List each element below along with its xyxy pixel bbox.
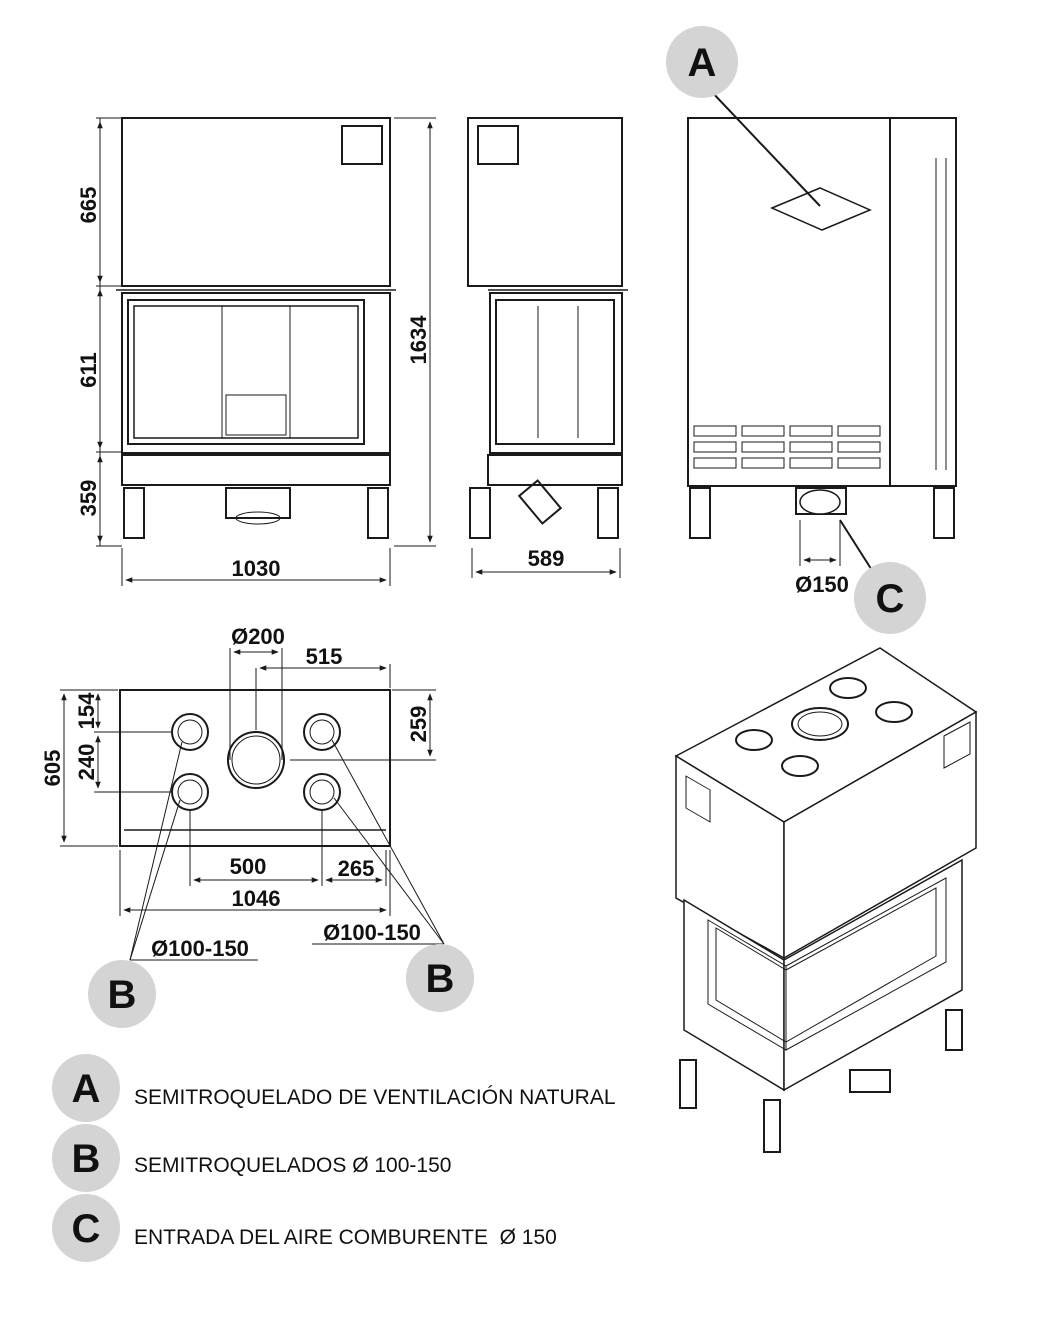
side-view: 589 (467, 117, 628, 578)
dim-depth: 589 (528, 546, 565, 571)
top-view (119, 689, 391, 847)
legend-item-c: C ENTRADA DEL AIRE COMBURENTE Ø 150 (52, 1194, 557, 1262)
legend-item-b: B SEMITROQUELADOS Ø 100-150 (52, 1124, 451, 1192)
dim-flue: Ø200 (231, 624, 285, 649)
dim-265: 265 (338, 856, 375, 881)
hole-top-right (303, 713, 341, 751)
dim-240: 240 (74, 744, 99, 781)
legend-text-c: ENTRADA DEL AIRE COMBURENTE Ø 150 (134, 1226, 557, 1249)
svg-text:B: B (108, 973, 137, 1017)
dim-holes-right: Ø100-150 (323, 920, 421, 945)
legend: A SEMITROQUELADO DE VENTILACIÓN NATURAL … (52, 1054, 616, 1262)
legend-text-a: SEMITROQUELADO DE VENTILACIÓN NATURAL (134, 1086, 616, 1109)
front-view (116, 117, 396, 539)
svg-text:B: B (426, 957, 455, 1001)
dim-515: 515 (306, 644, 343, 669)
flue-outlet (227, 731, 285, 789)
dim-259: 259 (406, 706, 431, 743)
dim-1046: 1046 (232, 886, 281, 911)
dim-605: 605 (40, 750, 65, 787)
dim-holes-left: Ø100-150 (151, 936, 249, 961)
callout-b-left: B (88, 960, 156, 1028)
back-view: Ø150 (687, 89, 957, 597)
legend-item-a: A SEMITROQUELADO DE VENTILACIÓN NATURAL (52, 1054, 616, 1122)
top-dimensions: Ø200 515 259 154 240 605 500 265 1046 (40, 624, 445, 961)
dim-inlet: Ø150 (795, 572, 849, 597)
front-dimensions: 665 611 359 1634 1030 (76, 117, 436, 586)
legend-letter-c: C (72, 1207, 101, 1251)
hole-bottom-right (303, 773, 341, 811)
air-inlet-icon (799, 489, 841, 515)
dim-width: 1030 (232, 556, 281, 581)
dim-height-mid: 611 (76, 352, 101, 388)
isometric-view (674, 647, 978, 1153)
dim-height-total: 1634 (406, 315, 431, 365)
dim-height-bottom: 359 (76, 480, 101, 517)
hole-top-left (171, 713, 209, 751)
svg-text:A: A (688, 41, 717, 85)
dim-500: 500 (230, 854, 267, 879)
callout-a: A (666, 26, 738, 98)
callout-c: C (854, 562, 926, 634)
hole-bottom-left (171, 773, 209, 811)
legend-letter-a: A (72, 1067, 101, 1111)
dim-height-top: 665 (76, 187, 101, 224)
svg-text:C: C (876, 577, 905, 621)
dim-154: 154 (74, 692, 99, 729)
callout-b-right: B (406, 944, 474, 1012)
vent-grille (693, 425, 881, 469)
legend-text-b: SEMITROQUELADOS Ø 100-150 (134, 1154, 451, 1177)
legend-letter-b: B (72, 1137, 101, 1181)
